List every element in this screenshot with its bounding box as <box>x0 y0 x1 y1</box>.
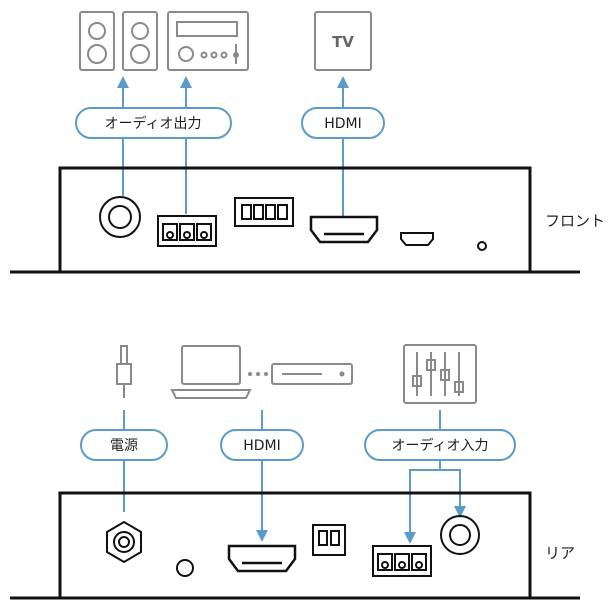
speaker-icon <box>79 11 158 71</box>
rca-jack-rear <box>440 515 480 555</box>
led-indicator-front <box>477 241 487 251</box>
led-indicator-rear <box>176 559 194 577</box>
front-device-body <box>10 166 580 274</box>
dc-power-port <box>106 520 142 564</box>
hdmi-port-front <box>309 215 379 244</box>
hdmi-input-label: HDMI <box>243 438 281 454</box>
rca-jack-port <box>99 196 141 238</box>
front-side-label: フロント <box>545 212 605 230</box>
tv-label: TV <box>332 33 354 51</box>
media-player-icon <box>271 363 353 385</box>
audio-output-label: オーディオ出力 <box>104 115 201 132</box>
audio-input-label: オーディオ入力 <box>391 437 488 454</box>
rear-device-body <box>10 491 580 600</box>
hdmi-output-label: HDMI <box>324 116 362 132</box>
power-label: 電源 <box>110 438 138 454</box>
micro-usb-port <box>400 232 434 246</box>
front-panel-section: TV オーディオ出力 HDMI <box>10 11 605 274</box>
dip-switch-rear <box>312 524 346 556</box>
audio-output-pill: オーディオ出力 <box>75 107 232 139</box>
power-pill: 電源 <box>80 429 168 461</box>
amplifier-icon <box>167 11 249 71</box>
laptop-icon <box>170 345 252 399</box>
power-plug-icon <box>116 345 132 398</box>
audio-input-pill: オーディオ入力 <box>364 429 516 461</box>
dip-switch-port <box>234 197 294 227</box>
mixer-icon <box>403 344 477 404</box>
hdmi-output-pill: HDMI <box>301 107 385 139</box>
connection-dots <box>248 372 268 376</box>
terminal-block-rear <box>372 545 432 577</box>
rear-panel-section: 電源 HDMI オーディオ入力 <box>10 344 580 600</box>
audio-input-branch <box>409 460 461 536</box>
tv-icon: TV <box>314 11 372 71</box>
hdmi-input-pill: HDMI <box>220 429 304 461</box>
hdmi-port-rear <box>227 544 297 573</box>
terminal-block-port <box>157 215 217 247</box>
rear-side-label: リア <box>545 544 575 562</box>
